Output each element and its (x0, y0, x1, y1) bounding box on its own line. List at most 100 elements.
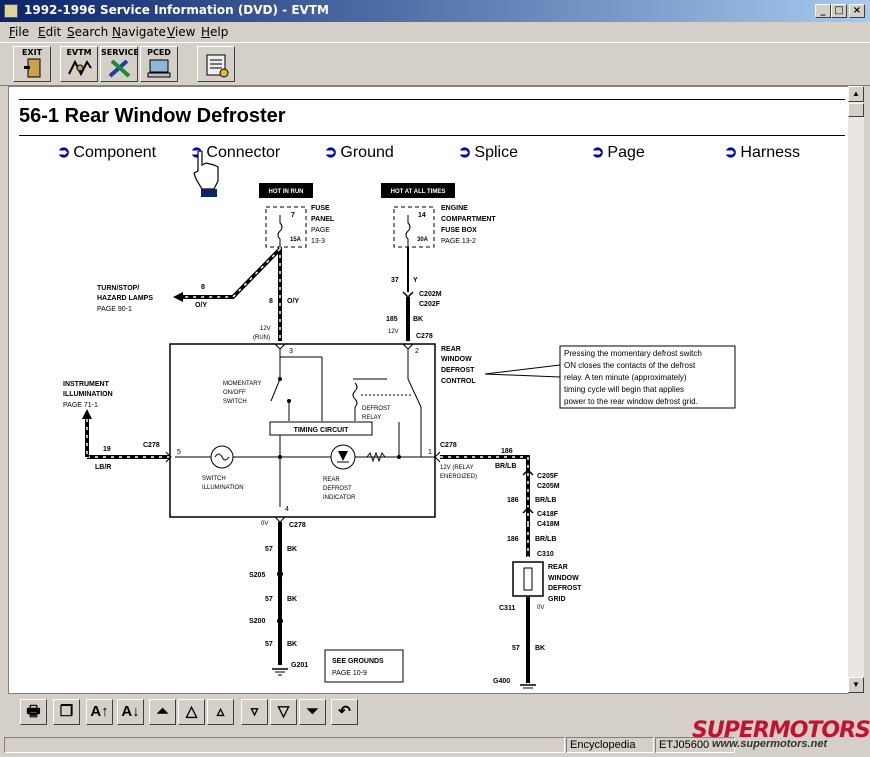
fuse-7-number: 7 (291, 212, 295, 219)
menu-search[interactable]: Search (67, 25, 109, 39)
font-smaller-button[interactable]: A↓ (117, 699, 144, 725)
fuse-7-symbol (277, 215, 283, 247)
document-list-icon (206, 54, 229, 78)
nav-page[interactable]: ➲Page (591, 142, 645, 162)
instrument-label-1: INSTRUMENT (63, 381, 110, 388)
momentary-label-3: SWITCH (223, 399, 247, 405)
nav-harness[interactable]: ➲Harness (724, 142, 800, 162)
scroll-up-small-button[interactable]: ▵ (207, 699, 234, 725)
feed-8-number: 8 (269, 298, 273, 305)
font-decrease-icon: A↓ (121, 703, 140, 720)
wire-8-turn-branch (181, 247, 282, 299)
grid-label-1: REAR (548, 564, 568, 571)
next-page-button[interactable]: ▽ (270, 699, 297, 725)
scroll-thumb[interactable] (848, 103, 864, 117)
rear-ind-label-1: REAR (323, 477, 340, 483)
control-label-4: CONTROL (441, 378, 476, 385)
wire-186-number-2: 186 (507, 497, 519, 504)
previous-page-button[interactable]: △ (178, 699, 205, 725)
pin3-condition: (RUN) (253, 335, 270, 341)
pin-3-number: 3 (289, 348, 293, 355)
wire-186-number-1: 186 (501, 448, 513, 455)
pin-2-number: 2 (415, 348, 419, 355)
turn-circuit-color: O/Y (195, 302, 207, 309)
bus-junction-1 (278, 455, 282, 459)
app-icon[interactable] (4, 4, 18, 18)
back-button[interactable]: ↶ (331, 699, 358, 725)
note-line-3: relay. A ten minute (approximately) (564, 373, 687, 382)
menu-edit[interactable]: Edit (38, 25, 62, 39)
fuse-panel-label-3: PAGE (311, 227, 330, 234)
evtm-wiring-icon (68, 59, 92, 77)
timing-circuit-label: TIMING CIRCUIT (294, 427, 350, 434)
status-panel-empty (4, 737, 565, 753)
pin1-connector (434, 451, 441, 463)
scroll-up-button[interactable]: ▲ (848, 86, 864, 102)
arrow-right-icon: ➲ (724, 144, 738, 161)
defrost-relay-label-1: DEFROST (362, 406, 391, 412)
service-button[interactable]: SERVICE (100, 46, 139, 82)
fuse-14-symbol (405, 215, 411, 247)
led-diode-symbol (338, 451, 348, 461)
menu-help[interactable]: Help (201, 25, 229, 39)
pced-button[interactable]: PCED (140, 46, 178, 82)
close-button[interactable]: × (849, 4, 865, 18)
note-line-1: Pressing the momentary defrost switch (564, 349, 702, 358)
nav-ground[interactable]: ➲Ground (324, 142, 394, 162)
vertical-scrollbar[interactable]: ▲ ▼ (848, 86, 864, 693)
window-title: 1992-1996 Service Information (DVD) - EV… (24, 3, 329, 17)
nav-component-label: Component (73, 144, 157, 161)
arrow-right-icon: ➲ (458, 144, 472, 161)
turn-label-2: HAZARD LAMPS (97, 295, 153, 302)
c278-bottom-label: C278 (289, 522, 306, 529)
hand-cursor-icon (193, 151, 219, 197)
nav-splice[interactable]: ➲Splice (458, 142, 518, 162)
font-larger-button[interactable]: A↑ (86, 699, 113, 725)
c278-top-label: C278 (416, 333, 433, 340)
menu-file[interactable]: File (9, 25, 30, 39)
ground-wire-color-2: BK (287, 596, 297, 603)
status-panel-mode: Encyclopedia (566, 737, 654, 753)
scroll-down-button[interactable]: ▼ (848, 677, 864, 693)
wire-8-turn-stripe (181, 248, 281, 298)
fuse-panel-label-2: PANEL (311, 216, 335, 223)
note-line-2: ON closes the contacts of the defrost (564, 361, 696, 370)
print-button[interactable]: 🖶 (20, 699, 47, 725)
exit-button[interactable]: EXIT (13, 46, 51, 82)
hot-at-all-times-label: HOT AT ALL TIMES (391, 189, 446, 195)
minimize-button[interactable]: _ (815, 4, 831, 18)
nav-harness-label: Harness (740, 144, 800, 161)
engine-box-label-3: FUSE BOX (441, 227, 477, 234)
engine-box-label-4: PAGE 13-2 (441, 238, 476, 245)
maximize-button[interactable]: □ (831, 4, 847, 18)
c418f-label: C418F (537, 511, 559, 518)
document-view: 56-1 Rear Window Defroster ➲Component ➲C… (8, 86, 849, 694)
scroll-down-small-button[interactable]: ▿ (241, 699, 268, 725)
last-page-icon: ⏷ (306, 703, 319, 720)
menu-view[interactable]: View (167, 25, 196, 39)
evtm-label: EVTM (66, 48, 92, 57)
copy-button[interactable]: ❐ (53, 699, 80, 725)
wire-185-color: BK (413, 316, 423, 323)
defrost-grid-element (523, 567, 533, 591)
first-page-button[interactable]: ⏶ (149, 699, 176, 725)
last-page-button[interactable]: ⏷ (299, 699, 326, 725)
turn-label-1: TURN/STOP/ (97, 285, 139, 292)
feed-8-color: O/Y (287, 298, 299, 305)
resistor-symbol (366, 451, 386, 463)
evtm-button[interactable]: EVTM (60, 46, 98, 82)
wiring-diagram: HOT IN RUN HOT AT ALL TIMES 7 15A FUSE P… (63, 183, 736, 689)
grid-ground-number: 57 (512, 645, 520, 652)
page-title: 56-1 Rear Window Defroster (19, 105, 286, 127)
defrost-grid-box (512, 561, 544, 597)
pced-computer-icon (147, 59, 171, 78)
menu-navigate[interactable]: Navigate (112, 25, 166, 39)
see-grounds-label-1: SEE GROUNDS (332, 658, 384, 665)
title-rule (19, 135, 845, 136)
document-button[interactable] (197, 46, 235, 82)
nav-component[interactable]: ➲Component (57, 142, 156, 162)
triangle-down-icon: ▽ (277, 703, 290, 720)
c278-left-label: C278 (143, 442, 160, 449)
wire-186-a (440, 455, 530, 489)
ground-wire-number-2: 57 (265, 596, 273, 603)
